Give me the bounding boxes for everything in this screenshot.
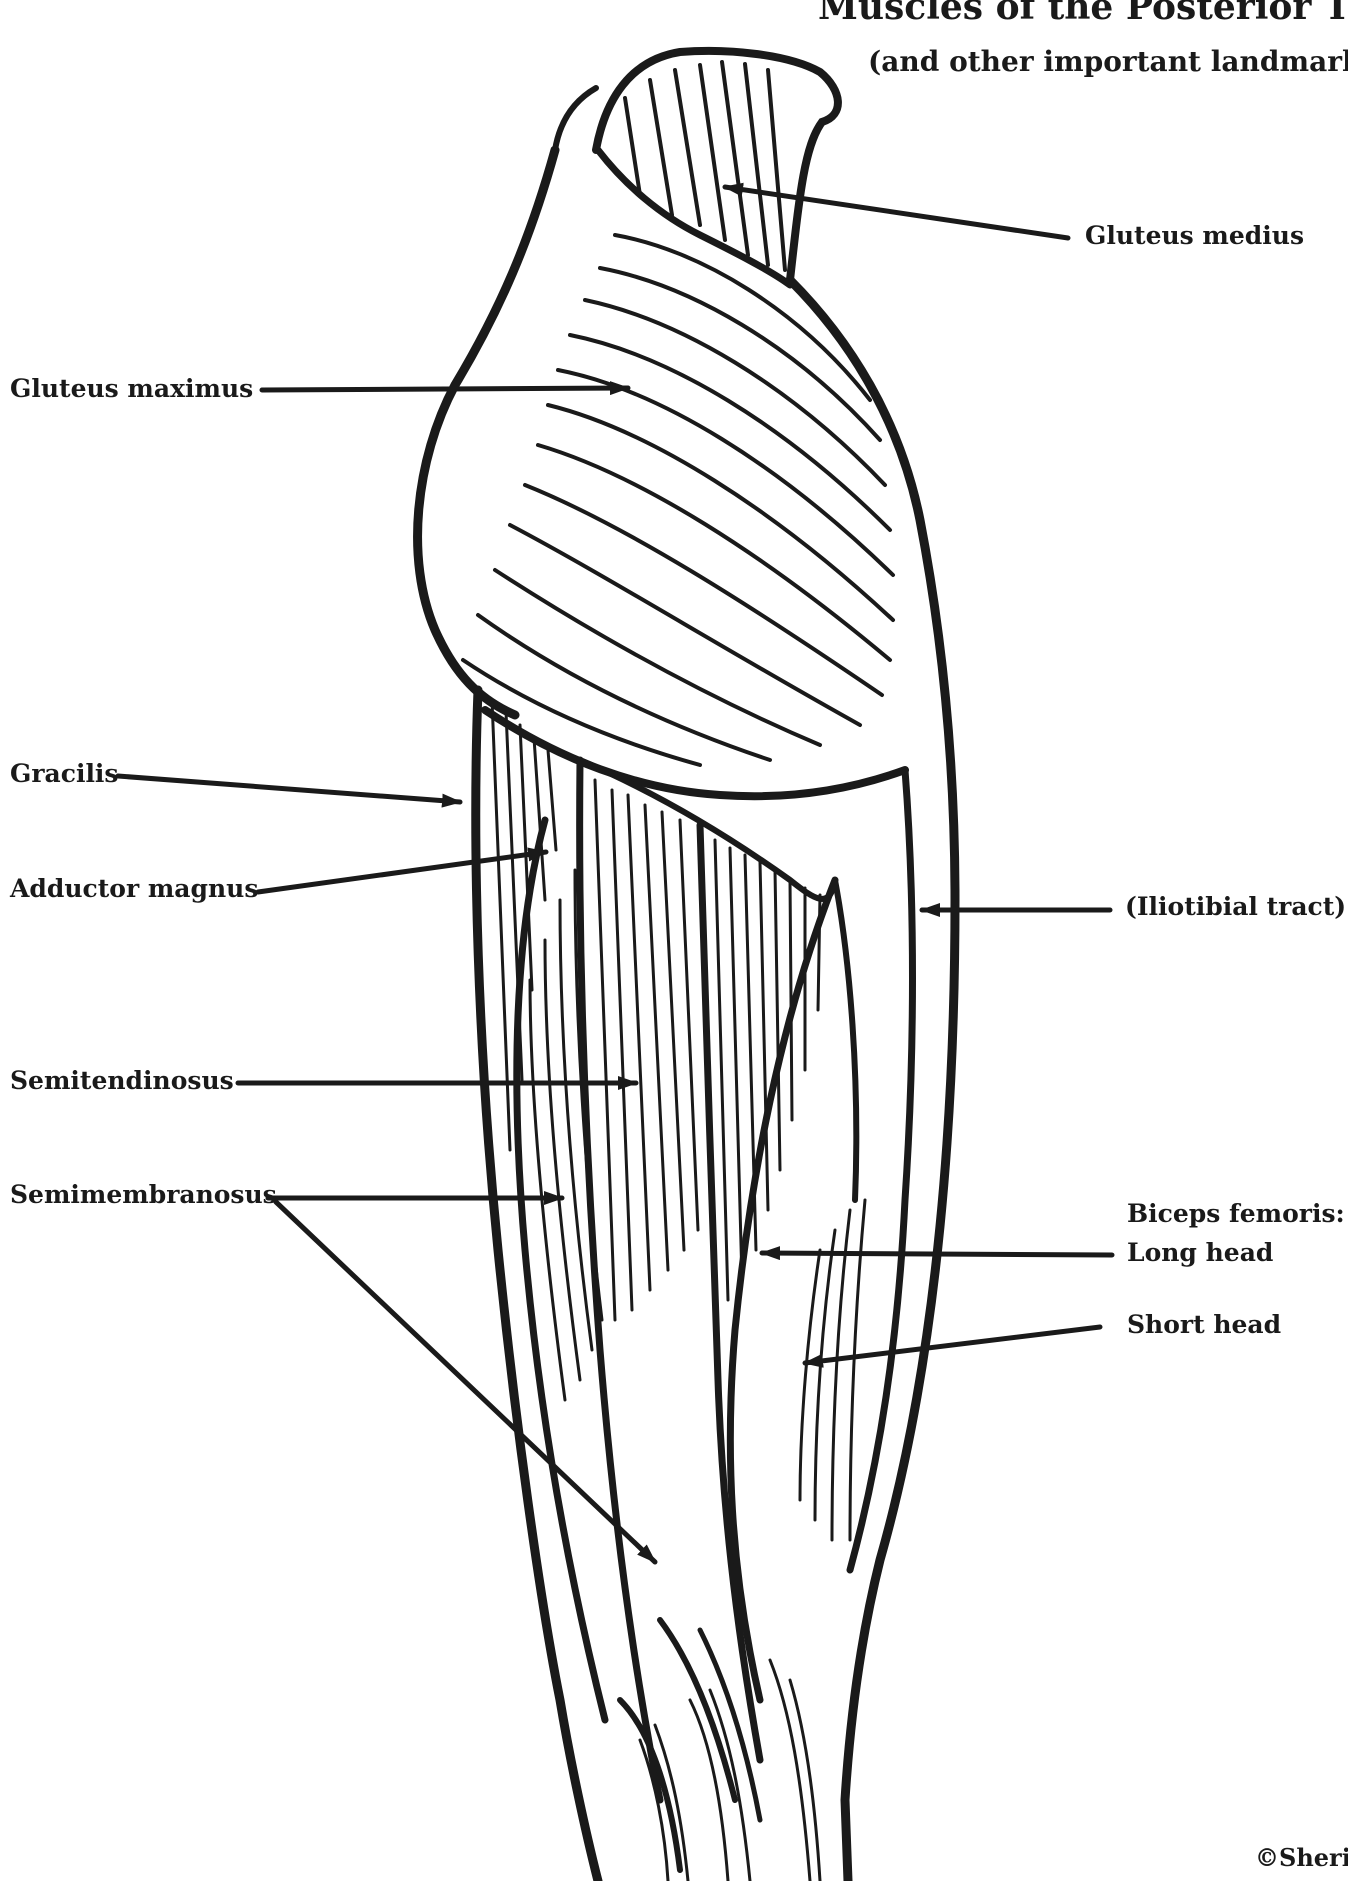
label-gracilis: Gracilis	[10, 760, 119, 789]
label-gluteus-maximus: Gluteus maximus	[10, 375, 253, 404]
arrow-gluteus-maximus	[262, 388, 628, 390]
hamstrings-shape	[492, 700, 865, 1881]
label-short-head: Short head	[1127, 1311, 1281, 1340]
label-long-head: Long head	[1127, 1239, 1273, 1268]
label-semimembranosus: Semimembranosus	[10, 1181, 277, 1210]
arrow-long-head	[762, 1253, 1112, 1255]
arrow-adductor-magnus	[258, 852, 546, 892]
arrow-short-head	[805, 1327, 1100, 1363]
label-iliotibial-tract: (Iliotibial tract)	[1125, 893, 1346, 922]
label-gluteus-medius: Gluteus medius	[1085, 222, 1304, 251]
gluteus-maximus-shape	[463, 235, 905, 796]
iliotibial-tract-shape	[835, 770, 913, 1570]
arrow-gracilis	[118, 776, 460, 802]
thigh-outline	[418, 150, 955, 1881]
copyright-text: ©Sheri	[1255, 1843, 1348, 1872]
label-semitendinosus: Semitendinosus	[10, 1067, 234, 1096]
gluteus-medius-shape	[555, 51, 838, 285]
label-biceps-femoris: Biceps femoris:	[1127, 1200, 1345, 1229]
label-adductor-magnus: Adductor magnus	[10, 875, 258, 904]
arrow-semimembranosus-2	[276, 1202, 655, 1562]
arrow-gluteus-medius	[725, 187, 1068, 238]
